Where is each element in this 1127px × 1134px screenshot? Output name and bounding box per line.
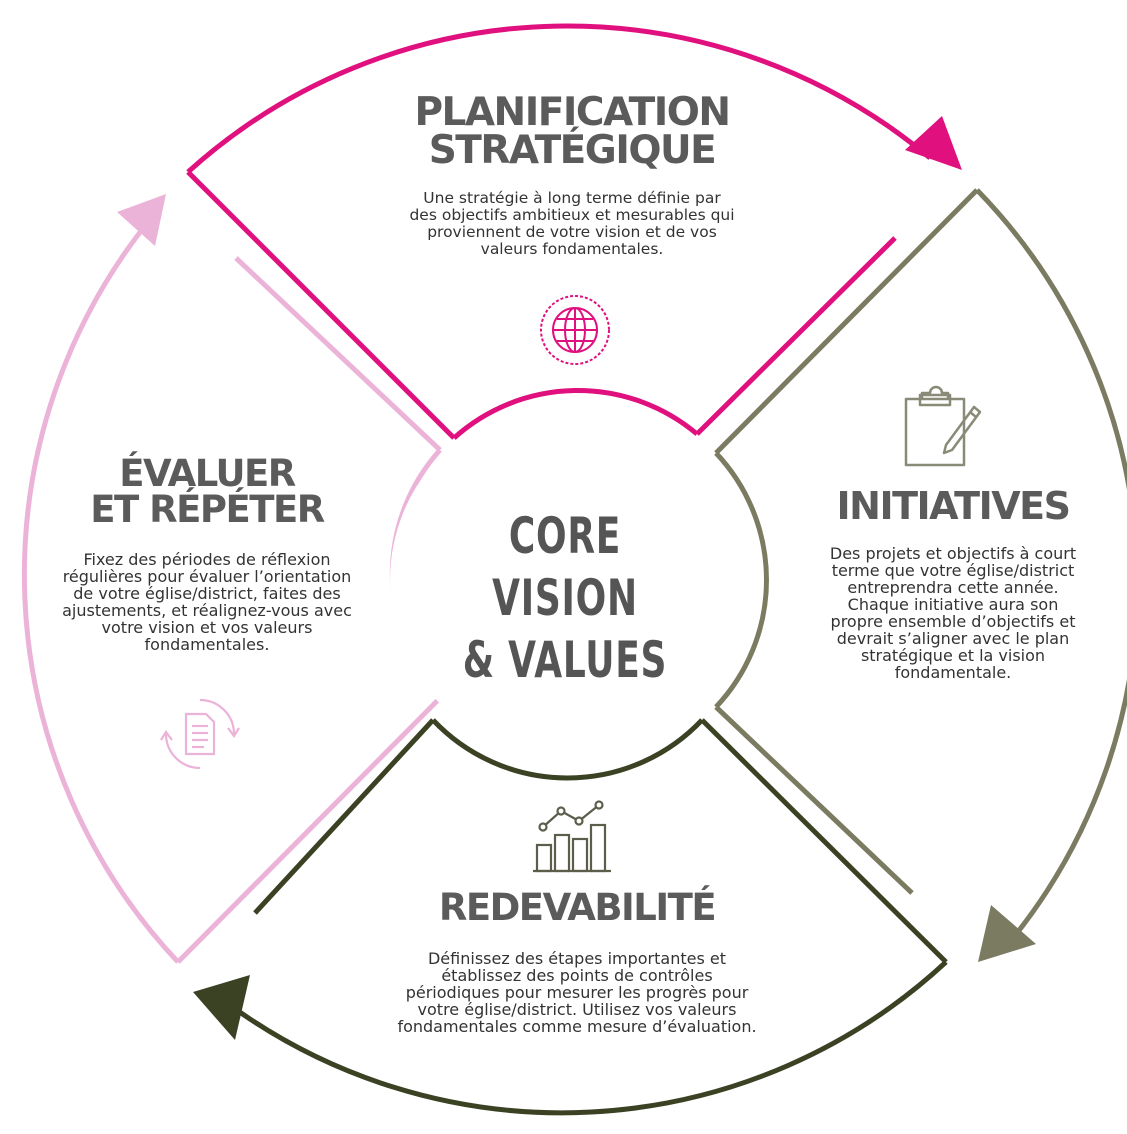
document-cycle-icon — [160, 698, 240, 770]
initiatives-line-2: terme que votre église/district — [831, 561, 1075, 581]
initiatives-top-edge — [714, 188, 979, 455]
initiatives-line-8: fondamentale. — [894, 663, 1012, 683]
accountability-line-2: établissez des points de contrôles — [441, 966, 713, 986]
planning-right-edge — [695, 236, 897, 436]
accountability-block: REDEVABILITÉ Définissez des étapes impor… — [372, 886, 782, 1035]
initiatives-outer-arc — [975, 188, 1127, 945]
initiatives-line-4: Chaque initiative aura son — [847, 595, 1059, 615]
planning-line-4: valeurs fondamentales. — [480, 240, 664, 259]
planning-title-line-2: STRATÉGIQUE — [428, 128, 717, 174]
evaluate-title: ÉVALUER ET RÉPÉTER — [42, 452, 372, 532]
evaluate-title-line-2: ET RÉPÉTER — [90, 488, 325, 532]
center-label: CORE VISION & VALUES — [439, 505, 691, 691]
evaluate-line-4: ajustements, et réalignez-vous avec — [62, 600, 352, 620]
planning-description: Une stratégie à long terme définie par d… — [372, 190, 772, 258]
planning-line-2: des objectifs ambitieux et mesurables qu… — [409, 206, 735, 225]
evaluate-block: ÉVALUER ET RÉPÉTER Fixez des périodes de… — [42, 452, 372, 653]
accountability-inner-arc — [431, 718, 704, 781]
accountability-left-edge — [253, 718, 435, 915]
planning-left-edge — [186, 170, 456, 440]
accountability-right-edge — [700, 718, 948, 964]
planning-block: PLANIFICATION STRATÉGIQUE Une stratégie … — [372, 90, 772, 258]
center-circle — [390, 402, 746, 758]
evaluate-title-line-1: ÉVALUER — [119, 452, 296, 495]
initiatives-line-3: entreprendra cette année. — [847, 578, 1059, 598]
accountability-line-3: périodiques pour mesurer les progrès pou… — [405, 983, 749, 1003]
clipboard-icon — [904, 385, 982, 467]
accountability-description: Définissez des étapes importantes et éta… — [372, 950, 782, 1035]
evaluate-line-2: régulières pour évaluer l’orientation — [62, 566, 352, 586]
planning-arrowhead — [905, 116, 962, 170]
evaluate-outer-arc — [21, 220, 180, 964]
planning-quadrant — [186, 23, 932, 440]
initiatives-quadrant — [714, 188, 1127, 945]
accountability-outer-arc — [221, 960, 948, 1116]
planning-line-3: proviennent de votre vision et de vos — [427, 223, 717, 242]
initiatives-bottom-edge — [714, 705, 914, 895]
planning-inner-arc — [452, 388, 699, 440]
planning-outer-arc — [186, 23, 932, 174]
initiatives-line-5: propre ensemble d’objectifs et — [830, 612, 1076, 632]
initiatives-line-7: stratégique et la vision — [860, 646, 1046, 666]
initiatives-block: INITIATIVES Des projets et objectifs à c… — [798, 484, 1108, 681]
initiatives-line-6: devrait s’aligner avec le plan — [836, 629, 1070, 649]
bar-chart-icon — [533, 800, 611, 873]
center-line-1: CORE VISION — [492, 507, 638, 627]
planning-line-1: Une stratégie à long terme définie par — [423, 189, 721, 208]
globe-icon — [540, 295, 610, 365]
accountability-line-4: votre église/district. Utilisez vos vale… — [417, 1000, 737, 1020]
evaluate-arrowhead — [117, 194, 166, 246]
planning-title: PLANIFICATION STRATÉGIQUE — [372, 90, 772, 174]
accountability-line-5: fondamentales comme mesure d’évaluation. — [397, 1017, 757, 1037]
accountability-arrowhead — [193, 975, 250, 1040]
center-line-2: & VALUES — [462, 631, 668, 689]
evaluate-description: Fixez des périodes de réflexion régulièr… — [42, 551, 372, 653]
accountability-title: REDEVABILITÉ — [438, 886, 717, 929]
evaluate-bottom-edge — [176, 696, 442, 964]
initiatives-description: Des projets et objectifs à court terme q… — [798, 545, 1108, 681]
initiatives-arrowhead — [978, 905, 1036, 962]
planning-title-line-1: PLANIFICATION — [414, 90, 731, 135]
initiatives-title: INITIATIVES — [836, 484, 1071, 528]
accountability-line-1: Définissez des étapes importantes et — [427, 949, 727, 969]
evaluate-line-3: de votre église/district, faites des — [73, 583, 341, 603]
evaluate-line-6: fondamentales. — [144, 634, 270, 654]
accountability-quadrant — [221, 718, 948, 1116]
evaluate-line-1: Fixez des périodes de réflexion — [83, 549, 331, 569]
evaluate-top-edge — [234, 256, 442, 452]
evaluate-line-5: votre vision et vos valeurs — [101, 617, 313, 637]
initiatives-inner-arc — [714, 451, 769, 709]
initiatives-line-1: Des projets et objectifs à court — [829, 544, 1077, 564]
